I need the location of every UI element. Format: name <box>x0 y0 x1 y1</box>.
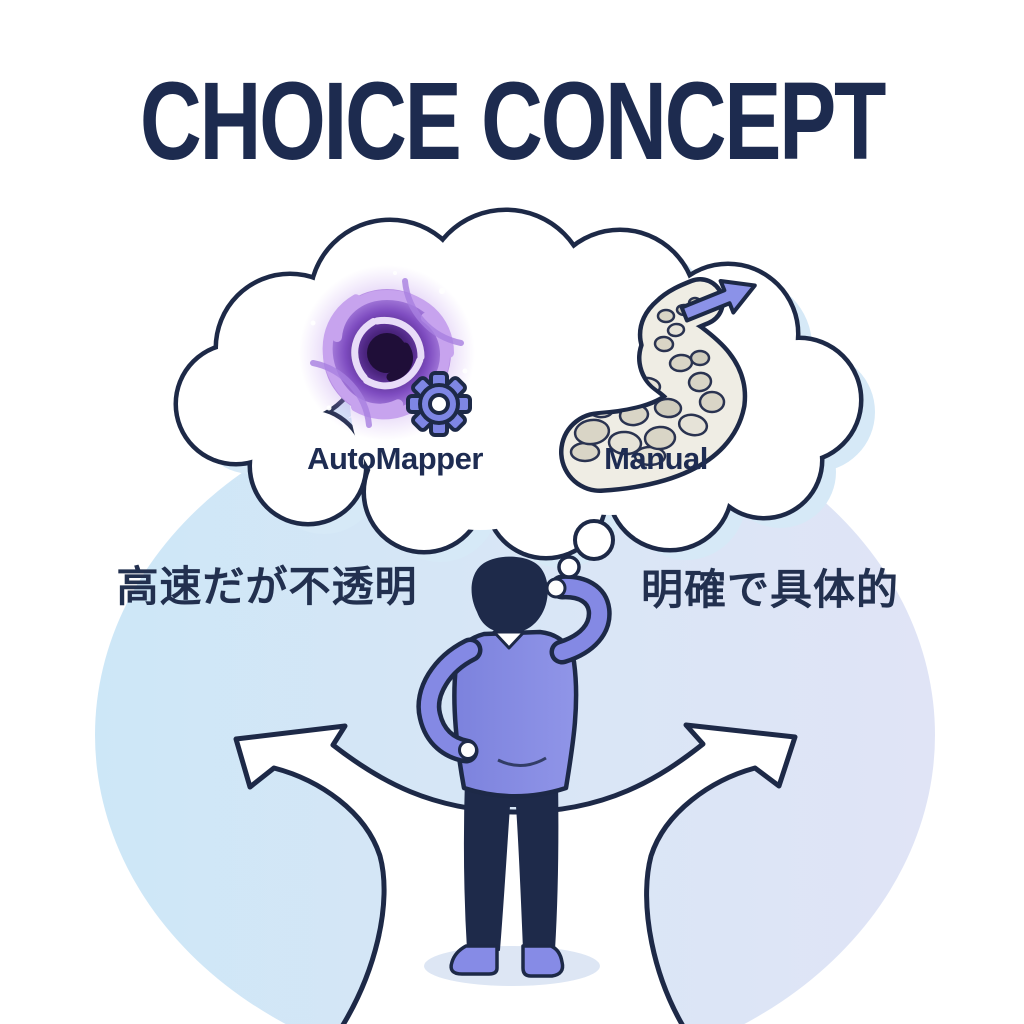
person-right-hand <box>545 577 567 599</box>
automapper-label: AutoMapper <box>307 441 483 476</box>
person-right-arm <box>554 578 608 660</box>
thought-bubble-trail-icon <box>557 519 615 579</box>
gear-icon <box>406 371 472 437</box>
person-left-arm <box>420 642 478 759</box>
person-hair <box>471 556 548 634</box>
right-annotation: 明確で具体的 <box>640 566 899 613</box>
thinking-person-icon <box>416 556 612 978</box>
manual-label: Manual <box>604 441 708 476</box>
person-left-hand <box>458 740 478 760</box>
jacket-wrinkle <box>497 756 547 767</box>
person-left-shoe <box>449 944 499 976</box>
person-right-shoe <box>521 944 565 978</box>
page-title: CHOICE CONCEPT <box>139 60 887 183</box>
person-legs <box>463 777 559 951</box>
winding-stone-path-icon <box>559 277 757 493</box>
left-annotation: 高速だが不透明 <box>116 563 418 610</box>
thought-cloud <box>173 207 864 561</box>
path-arrow-icon <box>679 278 757 323</box>
